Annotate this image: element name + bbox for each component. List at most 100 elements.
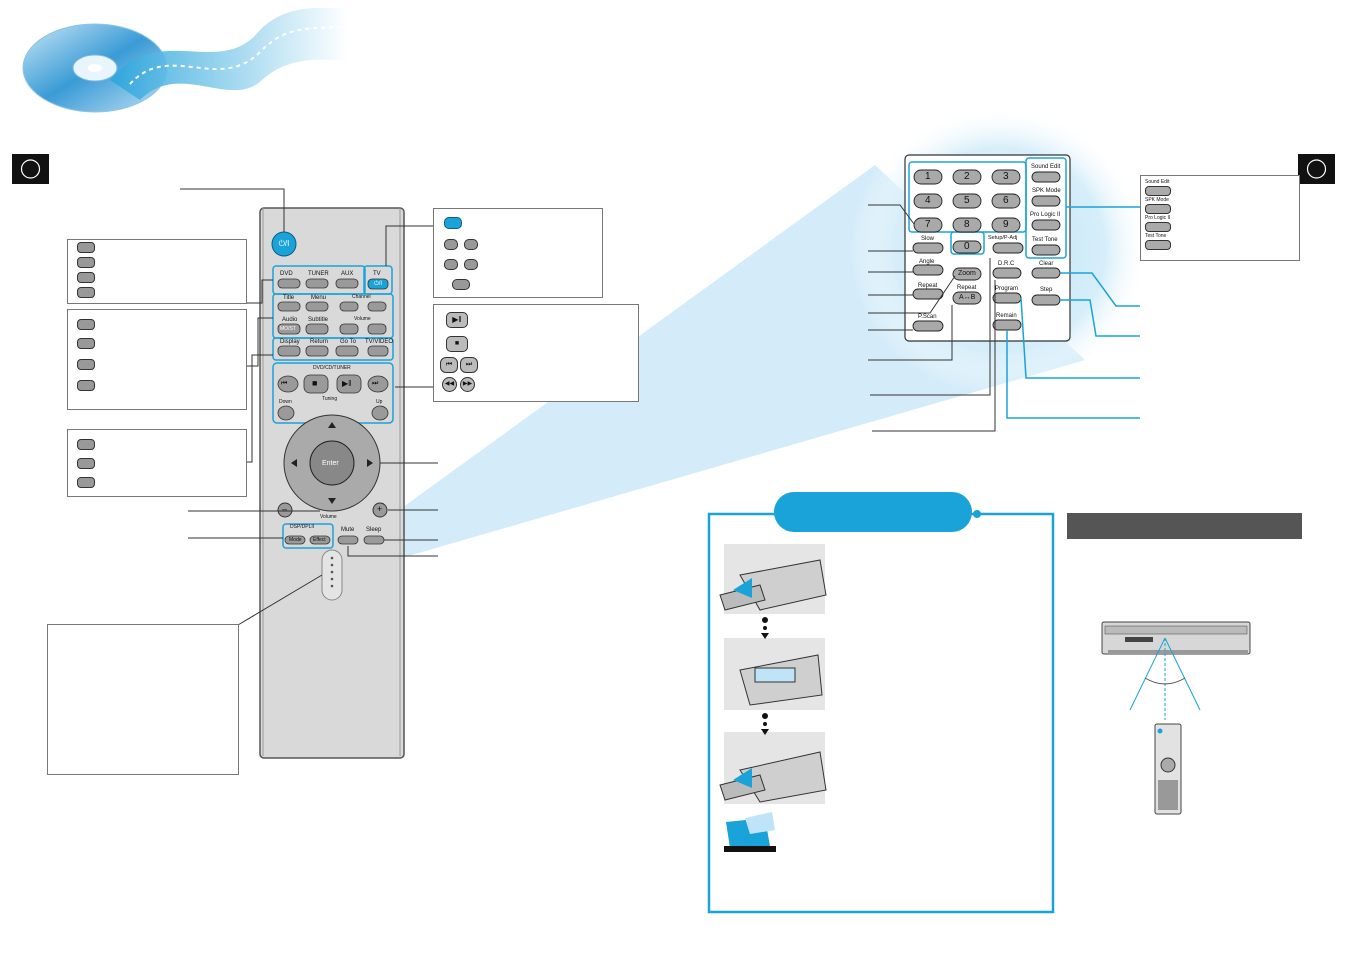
legend-volume-down-icon: [444, 259, 458, 270]
legend-tvvideo-icon: [452, 279, 470, 290]
audio-label: Audio: [282, 317, 298, 323]
enter-button[interactable]: Enter: [322, 460, 339, 467]
legend-play-pause-icon: ▶‖: [446, 312, 468, 328]
tuner-label: TUNER: [308, 271, 329, 277]
remote-cover-callout: [47, 624, 239, 775]
legend-goto-button-icon: [77, 477, 95, 488]
tuning-label: Tuning: [322, 396, 338, 402]
ab-button[interactable]: A↔B: [959, 294, 976, 301]
tuning-up-label: Up: [376, 399, 383, 405]
aux-label: AUX: [341, 271, 354, 277]
volume-label: Volume: [320, 514, 337, 520]
key-6[interactable]: 6: [1003, 195, 1009, 206]
pro-logic-label: Pro Logic II: [1030, 212, 1061, 218]
sleep-label: Sleep: [366, 527, 382, 533]
legend-tv-button-icon: [77, 287, 95, 298]
stop-button[interactable]: ■: [312, 378, 318, 388]
mode-button[interactable]: Mode: [289, 537, 302, 543]
sound-edit-label: Sound Edit: [1031, 164, 1061, 170]
sound-edit-legend: Sound Edit SPK Mode Pro Logic II Test To…: [1140, 175, 1300, 261]
repeat-label: Repeat: [918, 283, 938, 289]
return-label: Return: [310, 339, 329, 345]
legend-spk-mode-label: SPK Mode: [1145, 197, 1169, 203]
tuning-down-label: Down: [279, 399, 292, 405]
mute-label: Mute: [341, 527, 355, 533]
tv-power-button[interactable]: ⏻/I: [373, 281, 383, 287]
title-label: Title: [283, 295, 295, 301]
dvd-label: DVD: [280, 271, 293, 277]
source-buttons-legend: [67, 239, 247, 304]
dsp-label: DSP/DPLII: [290, 524, 315, 530]
display-label: Display: [280, 339, 300, 345]
setup-label: Setup/P-Adj: [988, 235, 1018, 241]
step-label: Step: [1040, 287, 1053, 293]
legend-tuner-button-icon: [77, 257, 95, 268]
effect-button[interactable]: Effect: [313, 537, 326, 543]
test-tone-label: Test Tone: [1032, 237, 1058, 243]
legend-stop-icon: ■: [446, 336, 468, 352]
rewind-skip-button[interactable]: ⏮: [281, 380, 288, 387]
legend-return-button-icon: [77, 458, 95, 469]
legend-pro-logic-label: Pro Logic II: [1145, 215, 1171, 221]
key-4[interactable]: 4: [925, 195, 931, 206]
legend-channel-up-icon: [464, 239, 478, 250]
pscan-label: P.Scan: [918, 314, 937, 320]
power-button-label[interactable]: ⏻/I: [278, 239, 290, 248]
keypad-buttons: [912, 169, 1061, 332]
legend-subtitle-button-icon: [77, 380, 95, 391]
legend-menu-button-icon: [77, 338, 95, 349]
menu-label: Menu: [311, 295, 327, 301]
subtitle-label: Subtitle: [308, 317, 329, 323]
zoom-button[interactable]: Zoom: [958, 270, 976, 277]
legend-spk-mode-icon: [1145, 204, 1171, 214]
legend-volume-up-icon: [464, 259, 478, 270]
tvvideo-label: TV/VIDEO: [365, 339, 394, 345]
volume-tv-label: Volume: [354, 316, 371, 322]
legend-sound-edit-icon: [1145, 186, 1171, 196]
legend-skip-forward-icon: ⏭: [460, 357, 478, 373]
operating-range-graphic: [1101, 621, 1251, 815]
legend-test-tone-icon: [1145, 240, 1171, 250]
legend-rewind-icon: ◀◀: [442, 377, 457, 392]
key-8[interactable]: 8: [964, 219, 970, 230]
tv-control-legend: [433, 208, 603, 298]
key-7[interactable]: 7: [925, 219, 931, 230]
playback-legend: ▶‖ ■ ⏮ ⏭ ◀◀ ▶▶: [433, 304, 639, 402]
drc-label: D.R.C: [998, 261, 1015, 267]
repeat-ab-label: Repeat: [957, 285, 977, 291]
legend-skip-back-icon: ⏮: [440, 357, 458, 373]
goto-label: Go To: [340, 339, 356, 345]
disc-logo-graphic: [22, 7, 349, 113]
legend-sound-edit-label: Sound Edit: [1145, 179, 1170, 185]
legend-aux-button-icon: [77, 272, 95, 283]
legend-fastforward-icon: ▶▶: [460, 377, 475, 392]
key-2[interactable]: 2: [964, 171, 970, 182]
key-9[interactable]: 9: [1003, 219, 1009, 230]
volume-minus-button[interactable]: –: [282, 504, 288, 514]
legend-channel-down-icon: [444, 239, 458, 250]
key-3[interactable]: 3: [1003, 171, 1009, 182]
key-1[interactable]: 1: [925, 171, 931, 182]
channel-label: Channel: [352, 294, 371, 300]
volume-plus-button[interactable]: +: [377, 504, 383, 514]
legend-title-button-icon: [77, 319, 95, 330]
slow-label: Slow: [921, 236, 935, 242]
legend-pro-logic-icon: [1145, 222, 1171, 232]
spk-mode-label: SPK Mode: [1032, 188, 1061, 194]
legend-audio-button-icon: [77, 359, 95, 370]
audio-sub-label[interactable]: MO/ST: [280, 326, 296, 332]
legend-tv-power-icon: [444, 217, 462, 229]
caution-icon: [724, 812, 777, 852]
tv-label: TV: [373, 271, 381, 277]
key-0[interactable]: 0: [964, 241, 970, 252]
program-label: Program: [995, 286, 1019, 292]
clear-label: Clear: [1039, 261, 1054, 267]
transport-label: DVD/CD/TUNER: [313, 365, 351, 371]
key-5[interactable]: 5: [964, 195, 970, 206]
play-pause-button[interactable]: ▶‖: [342, 379, 352, 388]
remain-label: Remain: [996, 313, 1017, 319]
forward-skip-button[interactable]: ⏭: [372, 380, 379, 387]
display-buttons-legend: [67, 429, 247, 497]
legend-test-tone-label: Test Tone: [1145, 233, 1167, 239]
